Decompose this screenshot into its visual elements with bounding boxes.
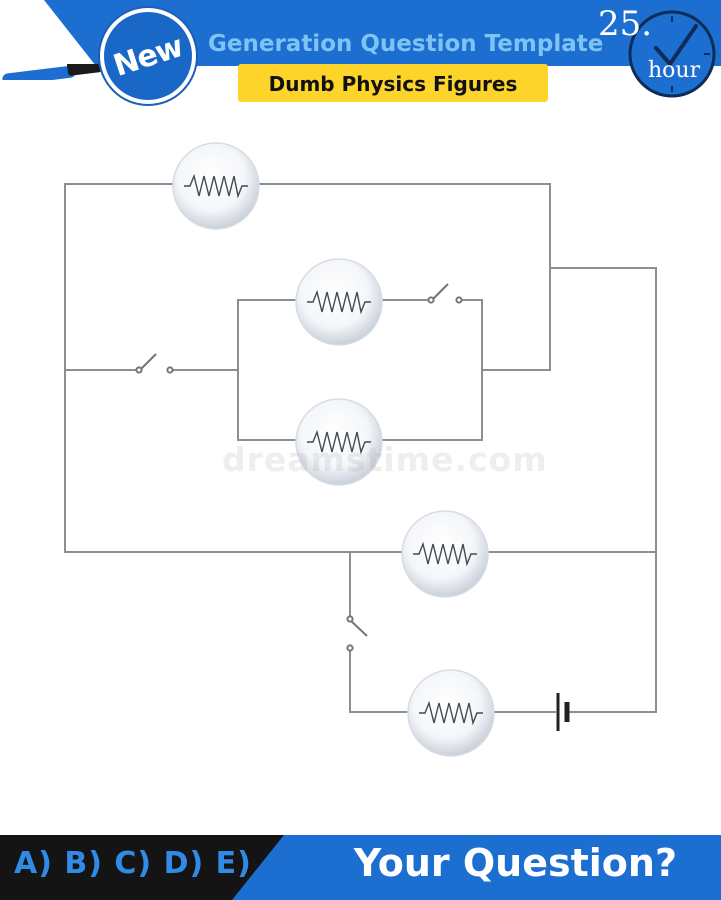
new-badge: New (100, 8, 196, 104)
switch-left (135, 353, 174, 374)
question-prompt: Your Question? (353, 841, 677, 885)
page-subtitle: Dumb Physics Figures (268, 72, 518, 96)
clock-number: 25. (598, 4, 653, 44)
footer-band (0, 835, 721, 900)
subtitle-box: Dumb Physics Figures (238, 64, 548, 102)
bulb-middle-upper (295, 258, 383, 346)
bulb-bottom (407, 669, 495, 757)
bulb-middle-lower (295, 398, 383, 486)
bulb-top (172, 142, 260, 230)
wires (64, 183, 657, 713)
clock-unit: hour (648, 58, 701, 83)
switch-vertical (346, 615, 368, 652)
watermark: dreamstime.com (222, 440, 548, 479)
page-title: Generation Question Template (208, 31, 604, 57)
magnifier-handle (2, 64, 102, 80)
clock-icon (628, 10, 716, 98)
header-band (44, 0, 721, 66)
bulb-lower (401, 510, 489, 598)
switch-upper-branch (427, 283, 463, 304)
answer-options: A) B) C) D) E) (14, 846, 252, 881)
battery-icon (556, 693, 570, 731)
